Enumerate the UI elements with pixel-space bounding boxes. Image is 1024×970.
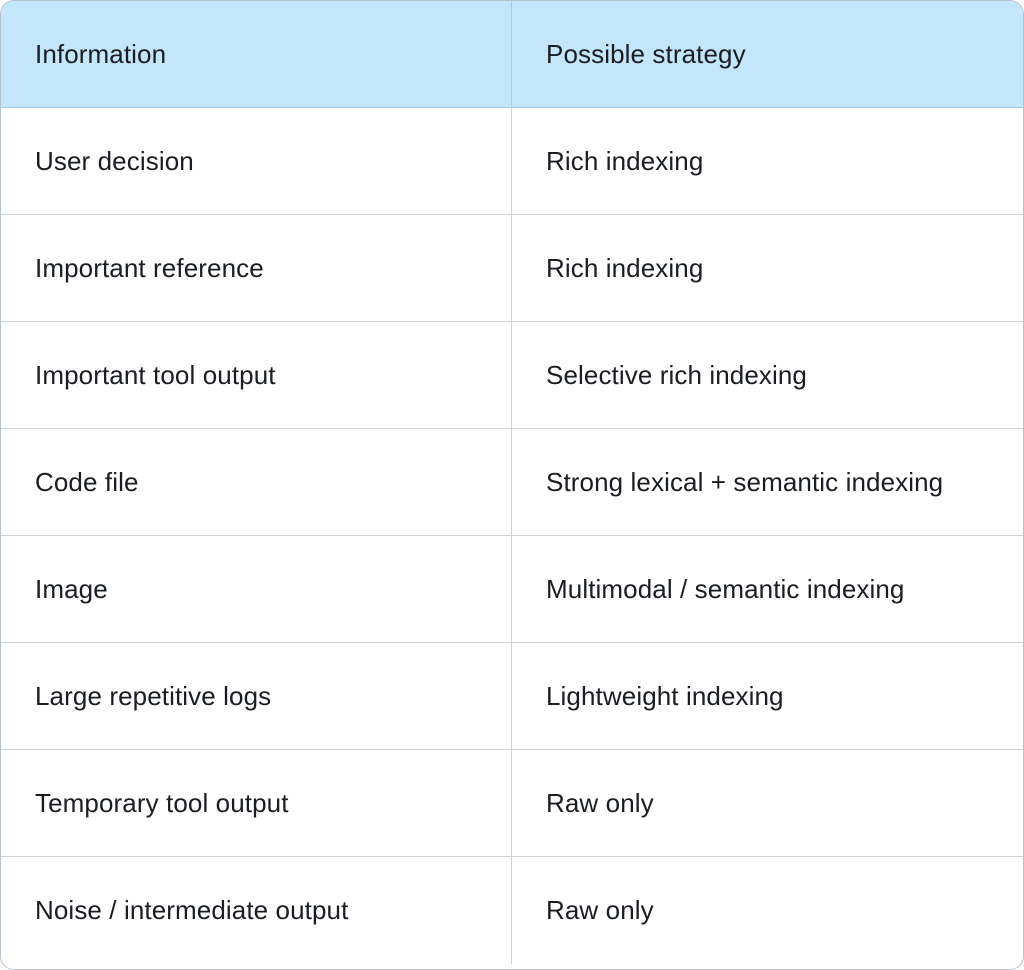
table-row: User decision Rich indexing bbox=[1, 108, 1023, 215]
information-cell: Noise / intermediate output bbox=[1, 857, 512, 964]
information-cell: Image bbox=[1, 536, 512, 642]
table-header-row: Information Possible strategy bbox=[1, 1, 1023, 108]
table-row: Noise / intermediate output Raw only bbox=[1, 857, 1023, 964]
strategy-cell: Strong lexical + semantic indexing bbox=[546, 466, 944, 497]
table-row: Temporary tool output Raw only bbox=[1, 750, 1023, 857]
information-cell: Large repetitive logs bbox=[1, 643, 512, 749]
strategy-cell: Rich indexing bbox=[546, 252, 704, 283]
information-cell: Temporary tool output bbox=[1, 750, 512, 856]
information-cell: User decision bbox=[1, 108, 512, 214]
header-possible-strategy: Possible strategy bbox=[546, 38, 746, 69]
table-row: Important tool output Selective rich ind… bbox=[1, 322, 1023, 429]
strategy-cell: Selective rich indexing bbox=[546, 359, 807, 390]
table-row: Code file Strong lexical + semantic inde… bbox=[1, 429, 1023, 536]
table-row: Image Multimodal / semantic indexing bbox=[1, 536, 1023, 643]
strategy-cell: Raw only bbox=[546, 895, 654, 925]
header-information: Information bbox=[1, 1, 512, 107]
table-row: Important reference Rich indexing bbox=[1, 215, 1023, 322]
strategy-cell: Multimodal / semantic indexing bbox=[546, 573, 905, 604]
table-row: Large repetitive logs Lightweight indexi… bbox=[1, 643, 1023, 750]
information-cell: Important reference bbox=[1, 215, 512, 321]
strategy-cell: Rich indexing bbox=[546, 145, 704, 176]
strategy-cell: Lightweight indexing bbox=[546, 680, 784, 711]
information-cell: Code file bbox=[1, 429, 512, 535]
information-cell: Important tool output bbox=[1, 322, 512, 428]
strategy-cell: Raw only bbox=[546, 787, 654, 818]
